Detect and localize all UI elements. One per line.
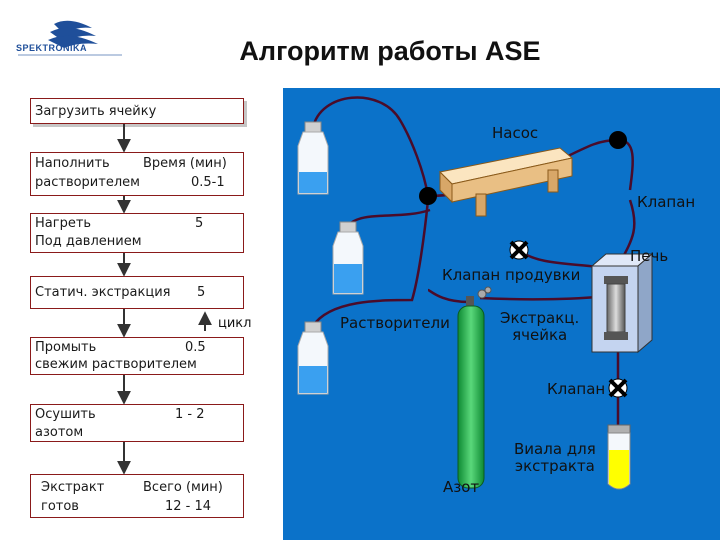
step-label-line2: азотом <box>35 425 84 440</box>
step-label-line2: Под давлением <box>35 234 142 249</box>
step-label-line1: Наполнить <box>35 156 110 171</box>
extract-vial <box>607 424 631 490</box>
purge-valve-icon <box>509 240 529 260</box>
step-label-line2: растворителем <box>35 175 140 190</box>
pump <box>438 147 574 217</box>
step-extract-ready: Экстракт готов Всего (мин) 12 - 14 <box>30 474 244 518</box>
vial-label-line1: Виала для <box>514 440 596 458</box>
step-load-cell: Загрузить ячейку <box>30 98 244 124</box>
solvent-bottle <box>297 321 329 395</box>
top-valve-label: Клапан <box>637 193 696 211</box>
solvents-label: Растворители <box>340 314 450 332</box>
step-time: 5 <box>197 285 206 300</box>
logo-emblem <box>48 20 98 48</box>
step-label-line2: готов <box>41 499 79 514</box>
spektronika-logo <box>18 20 122 56</box>
vial-label-line2: экстракта <box>514 457 595 475</box>
step-dry-nitrogen: Осушить азотом 1 - 2 <box>30 404 244 442</box>
step-label-line1: Экстракт <box>41 480 105 495</box>
step-rinse: Промыть свежим растворителем 0.5 <box>30 337 244 375</box>
extraction-cell-label: Экстракц. ячейка <box>500 310 579 344</box>
step-time: 0.5 <box>185 340 206 355</box>
page-title: Алгоритм работы ASE <box>239 36 541 66</box>
step-fill-solvent: Наполнить растворителем Время (мин) 0.5-… <box>30 152 244 196</box>
step-label-line1: Промыть <box>35 340 97 355</box>
top-valve <box>609 131 627 149</box>
cycle-label: цикл <box>218 316 252 331</box>
step-label: Загрузить ячейку <box>35 104 157 119</box>
step-time: 5 <box>195 216 204 231</box>
extraction-cell <box>604 276 628 340</box>
solvent-bottle <box>297 121 329 195</box>
nitrogen-cylinder <box>457 286 492 489</box>
step-time: 1 - 2 <box>175 407 205 422</box>
step-label: Статич. экстракция <box>35 285 171 300</box>
total-time: 12 - 14 <box>165 499 212 514</box>
solvent-bottle <box>332 221 364 295</box>
pump-inlet-valve <box>419 187 437 205</box>
total-time-header: Всего (мин) <box>143 480 223 495</box>
vial-label: Виала для экстракта <box>514 441 596 475</box>
step-static-extraction: Статич. экстракция 5 <box>30 276 244 309</box>
bottom-valve-icon <box>608 378 628 398</box>
time-header: Время (мин) <box>143 156 227 171</box>
bottom-valve-label: Клапан <box>547 380 606 398</box>
step-label-line1: Осушить <box>35 407 96 422</box>
step-label-line2: свежим растворителем <box>35 357 197 372</box>
step-heat-pressure: Нагреть Под давлением 5 <box>30 213 244 253</box>
cell-label-line2: ячейка <box>512 326 568 344</box>
pump-label: Насос <box>492 124 539 142</box>
nitrogen-label: Азот <box>443 478 480 496</box>
oven-label: Печь <box>630 247 669 265</box>
step-label-line1: Нагреть <box>35 216 92 231</box>
cell-label-line1: Экстракц. <box>500 309 580 327</box>
logo-text: SPEKTRONIKA <box>16 43 88 53</box>
purge-valve-label: Клапан продувки <box>442 266 581 284</box>
step-time: 0.5-1 <box>191 175 225 190</box>
